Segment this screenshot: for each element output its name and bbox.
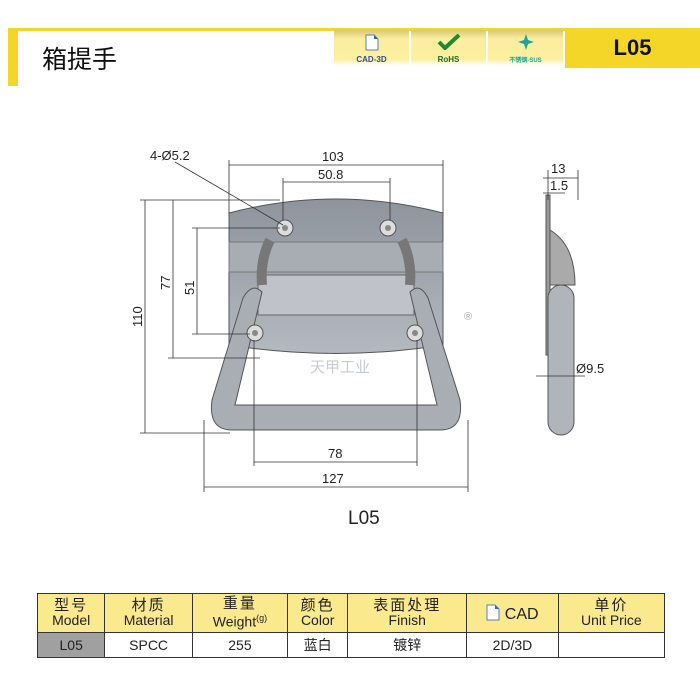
header-accent-bar	[8, 28, 18, 86]
product-code: L05	[565, 28, 700, 68]
page-title: 箱提手	[42, 46, 118, 74]
checkmark-icon	[437, 33, 460, 51]
watermark: 天甲工业	[310, 359, 370, 376]
cell-finish: 镀锌	[347, 632, 468, 658]
dim-1-5: 1.5	[550, 178, 568, 193]
drawing-caption: L05	[348, 508, 380, 529]
technical-drawing: 天甲工业 ® 103 50.8 4-Ø5.2 110 77 51 78 127 …	[130, 148, 604, 492]
document-icon	[365, 34, 378, 51]
dim-13: 13	[551, 161, 565, 176]
dim-51: 51	[182, 281, 197, 295]
dim-77: 77	[158, 276, 173, 290]
document-icon	[486, 604, 500, 621]
dim-103: 103	[322, 149, 344, 164]
cell-color: 蓝白	[287, 632, 349, 658]
badge-stainless: 不锈钢-SUS	[488, 30, 563, 66]
header-accent	[8, 28, 568, 31]
cell-cad: 2D/3D	[466, 632, 559, 658]
sparkle-icon	[517, 34, 534, 50]
dim-127: 127	[322, 471, 344, 486]
dim-holes: 4-Ø5.2	[150, 148, 190, 163]
handle-front-view	[210, 198, 462, 431]
dimension-lines	[140, 160, 585, 492]
dim-9-5: Ø9.5	[576, 361, 604, 376]
dim-78: 78	[328, 446, 342, 461]
dim-50-8: 50.8	[318, 167, 343, 182]
badge-rohs: RoHS	[411, 30, 486, 66]
header-cad: CAD	[466, 593, 559, 633]
handle-side-view	[545, 194, 576, 436]
cell-weight: 255	[191, 632, 289, 658]
cell-model: L05	[36, 632, 106, 658]
cell-material: SPCC	[104, 632, 193, 658]
cell-unit-price	[557, 632, 666, 658]
badge-cad-3d: CAD-3D	[334, 30, 409, 66]
registered-mark: ®	[464, 311, 472, 323]
dim-110: 110	[130, 306, 145, 327]
